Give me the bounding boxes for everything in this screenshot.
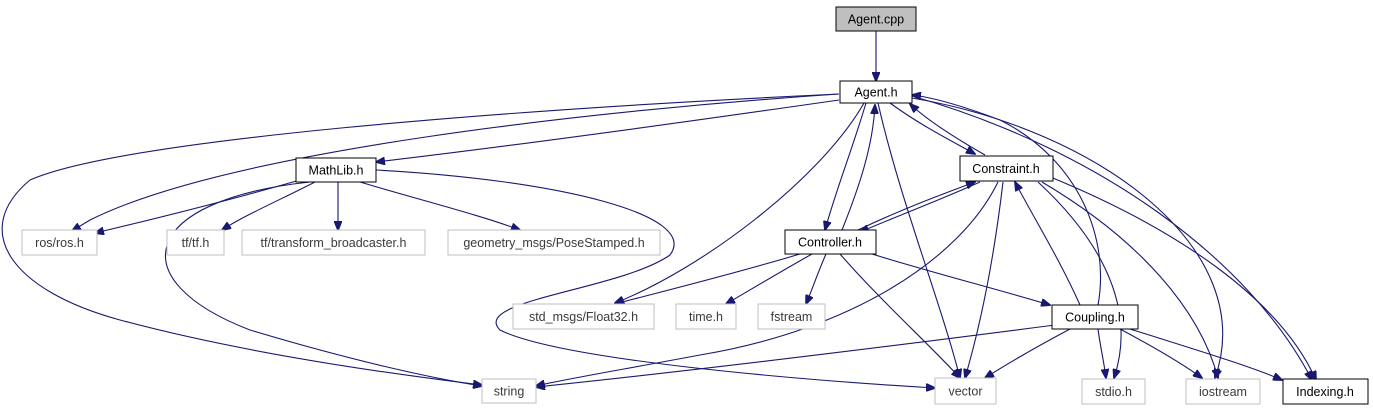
edge-controller-coupling	[871, 253, 1050, 305]
node-time-h-label: time.h	[689, 310, 723, 324]
edge-controller-float32	[615, 253, 801, 304]
node-mathlib-h-label: MathLib.h	[309, 164, 364, 178]
node-controller-h[interactable]: Controller.h	[784, 229, 877, 255]
edge-agenth-ros	[72, 93, 840, 231]
node-fstream-label: fstream	[771, 310, 813, 324]
node-ros-h-label: ros/ros.h	[35, 236, 84, 250]
node-string[interactable]: string	[481, 378, 537, 404]
node-iostream[interactable]: iostream	[1185, 378, 1261, 405]
node-transform-broadcaster-h[interactable]: tf/transform_broadcaster.h	[241, 229, 426, 256]
edge-agenth-indexing	[911, 95, 1312, 380]
node-vector[interactable]: vector	[934, 377, 997, 405]
node-iostream-label: iostream	[1199, 385, 1247, 399]
node-agent-h-label: Agent.h	[854, 86, 897, 100]
edge-coupling-vector	[985, 328, 1071, 378]
node-geometry-msgs-posestamped-h-label: geometry_msgs/PoseStamped.h	[463, 236, 644, 250]
node-mathlib-h[interactable]: MathLib.h	[295, 157, 377, 183]
edge-mathlib-tf	[222, 181, 316, 230]
edge-agenth-vector	[877, 102, 960, 378]
node-time-h[interactable]: time.h	[675, 303, 737, 330]
edge-layer	[1, 31, 1316, 388]
node-agent-cpp-label: Agent.cpp	[848, 13, 904, 27]
node-layer: Agent.cpp Agent.h MathLib.h Constraint.h…	[21, 6, 1369, 405]
edge-coupling-agenth	[912, 95, 1102, 306]
node-constraint-h-label: Constraint.h	[972, 162, 1039, 176]
edge-controller-time	[726, 253, 813, 304]
edge-constraint-indexing	[1047, 175, 1316, 380]
node-controller-h-label: Controller.h	[798, 236, 862, 250]
node-coupling-h[interactable]: Coupling.h	[1051, 304, 1139, 330]
edge-coupling-iostream	[1119, 328, 1202, 378]
node-tf-h[interactable]: tf/tf.h	[166, 229, 225, 256]
edge-controller-constraint	[857, 182, 975, 231]
edge-controller-fstream	[806, 253, 827, 304]
node-tf-h-label: tf/tf.h	[182, 236, 210, 250]
node-std-msgs-float32-h-label: std_msgs/Float32.h	[529, 310, 638, 324]
edge-controller-agenth	[841, 105, 875, 231]
edge-constraint-controller	[860, 181, 981, 232]
edge-mathlib-geo	[359, 181, 520, 230]
edge-coupling-string	[536, 324, 1056, 387]
node-indexing-h-label: Indexing.h	[1296, 385, 1354, 399]
edge-agenth-iostream	[911, 97, 1224, 378]
node-transform-broadcaster-h-label: tf/transform_broadcaster.h	[261, 236, 407, 250]
node-agent-h[interactable]: Agent.h	[839, 80, 913, 104]
edge-constraint-string	[536, 181, 999, 386]
edge-agenth-constraint	[889, 102, 975, 154]
edge-constraint-agenth	[910, 104, 986, 156]
edge-agenth-string	[1, 93, 840, 385]
node-constraint-h[interactable]: Constraint.h	[959, 155, 1054, 182]
edge-constraint-vector	[965, 181, 1004, 378]
edge-agenth-controller	[825, 102, 867, 230]
node-fstream[interactable]: fstream	[757, 303, 826, 330]
edge-constraint-iostream	[1041, 181, 1218, 378]
edge-coupling-indexing	[1129, 328, 1282, 380]
node-stdio-h[interactable]: stdio.h	[1081, 378, 1146, 405]
edge-coupling-constraint	[1015, 182, 1081, 306]
edge-agenth-mathlib	[376, 99, 840, 162]
node-std-msgs-float32-h[interactable]: std_msgs/Float32.h	[512, 303, 655, 330]
node-indexing-h[interactable]: Indexing.h	[1282, 378, 1369, 405]
node-stdio-h-label: stdio.h	[1095, 385, 1132, 399]
node-geometry-msgs-posestamped-h[interactable]: geometry_msgs/PoseStamped.h	[447, 229, 661, 256]
edge-mathlib-vector	[375, 169, 935, 388]
node-vector-label: vector	[948, 385, 982, 399]
edge-agenth-float32	[615, 102, 865, 303]
edge-constraint-stdio	[1037, 181, 1122, 378]
node-coupling-h-label: Coupling.h	[1065, 311, 1125, 325]
node-string-label: string	[494, 385, 525, 399]
node-ros-h[interactable]: ros/ros.h	[21, 229, 98, 256]
edge-coupling-stdio	[1097, 328, 1106, 378]
edge-controller-vector	[839, 253, 960, 378]
edge-mathlib-string	[165, 181, 483, 386]
node-agent-cpp[interactable]: Agent.cpp	[835, 6, 917, 32]
